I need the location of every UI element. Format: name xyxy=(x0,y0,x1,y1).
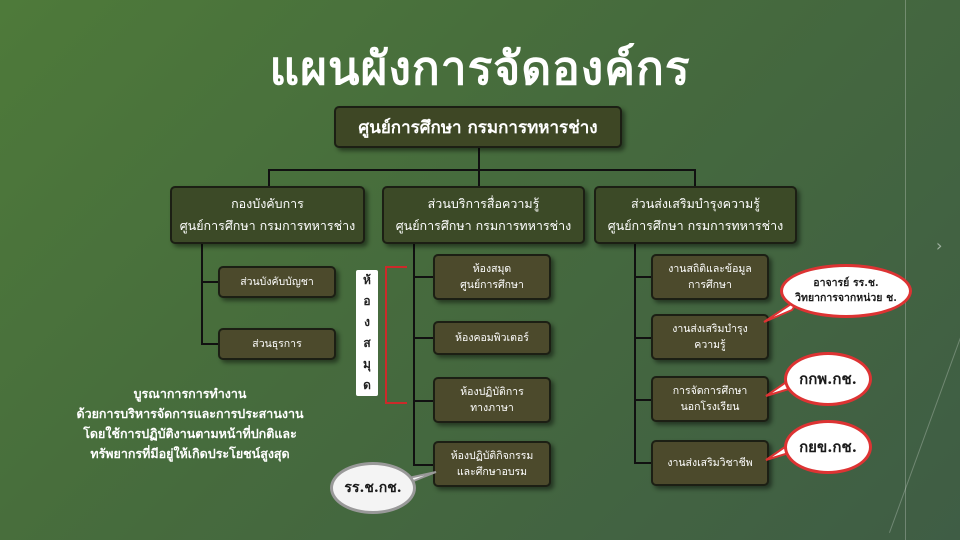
connector xyxy=(413,276,433,278)
connector xyxy=(413,464,433,466)
decorative-line xyxy=(905,0,906,540)
unit-label: ความรู้ xyxy=(694,339,726,351)
connector xyxy=(413,244,415,466)
unit-label: ส่วนบังคับบัญชา xyxy=(240,276,314,288)
unit-non-formal-education: การจัดการศึกษา นอกโรงเรียน xyxy=(651,376,769,422)
level1-box-media-service: ส่วนบริการสื่อความรู้ ศูนย์การศึกษา กรมก… xyxy=(382,186,585,244)
unit-label: ส่วนธุรการ xyxy=(252,338,302,350)
bubble-text: วิทยาการจากหน่วย ช. xyxy=(795,292,897,304)
connector xyxy=(268,169,270,186)
connector xyxy=(634,399,651,401)
level1-box-command: กองบังคับการ ศูนย์การศึกษา กรมการทหารช่า… xyxy=(170,186,365,244)
unit-label: ห้องสมุด xyxy=(472,263,512,275)
level1-title: ส่วนส่งเสริมบำรุงความรู้ xyxy=(631,196,760,211)
bubble-text: รร.ช.กช. xyxy=(344,480,402,496)
unit-label: นอกโรงเรียน xyxy=(680,401,740,413)
root-label: ศูนย์การศึกษา กรมการทหารช่าง xyxy=(358,117,598,138)
integration-note: บูรณาการการทำงาน ด้วยการบริหารจัดการและก… xyxy=(40,384,340,464)
connector xyxy=(634,337,651,339)
connector xyxy=(201,281,218,283)
unit-label: งานส่งเสริมวิชาชีพ xyxy=(667,457,753,469)
unit-computer-room: ห้องคอมพิวเตอร์ xyxy=(433,321,551,355)
note-line: บูรณาการการทำงาน xyxy=(133,386,247,401)
unit-activity-room: ห้องปฏิบัติกิจกรรม และศึกษาอบรม xyxy=(433,441,551,487)
decorative-line xyxy=(888,307,960,533)
connector xyxy=(634,276,651,278)
page-title: แผนผังการจัดองค์กร xyxy=(269,41,691,95)
next-arrow-icon: › xyxy=(936,236,943,255)
speech-bubble-school: รร.ช.กช. xyxy=(330,462,416,514)
vertical-char: มุ xyxy=(363,357,371,371)
bubble-text: กยข.กช. xyxy=(799,438,857,456)
unit-label: ทางภาษา xyxy=(470,402,514,414)
vertical-char: อ xyxy=(363,294,371,308)
level1-box-knowledge-promotion: ส่วนส่งเสริมบำรุงความรู้ ศูนย์การศึกษา ก… xyxy=(594,186,797,244)
unit-label: ห้องปฏิบัติการ xyxy=(460,386,524,398)
unit-label: การจัดการศึกษา xyxy=(672,385,748,397)
level1-subtitle: ศูนย์การศึกษา กรมการทหารช่าง xyxy=(395,218,572,233)
unit-statistics: งานสถิติและข้อมูล การศึกษา xyxy=(651,254,769,300)
level1-title: กองบังคับการ xyxy=(231,196,304,211)
connector xyxy=(201,244,203,344)
connector xyxy=(268,169,695,171)
unit-language-lab: ห้องปฏิบัติการ ทางภาษา xyxy=(433,377,551,423)
unit-label: งานสถิติและข้อมูล xyxy=(668,263,752,275)
unit-library: ห้องสมุด ศูนย์การศึกษา xyxy=(433,254,551,300)
vertical-char: ง xyxy=(364,315,370,329)
connector xyxy=(694,169,696,186)
bubble-text: กกพ.กช. xyxy=(799,370,857,388)
unit-label: ศูนย์การศึกษา xyxy=(460,279,524,291)
speech-bubble-instructors: อาจารย์ รร.ช. วิทยาการจากหน่วย ช. xyxy=(780,264,912,318)
connector xyxy=(478,169,480,186)
vertical-char: ส xyxy=(363,336,371,350)
speech-bubble-kkp: กกพ.กช. xyxy=(784,352,872,406)
unit-knowledge-promotion: งานส่งเสริมบำรุง ความรู้ xyxy=(651,314,769,360)
note-line: ทรัพยากรที่มีอยู่ให้เกิดประโยชน์สูงสุด xyxy=(90,446,290,461)
unit-label: ห้องปฏิบัติกิจกรรม xyxy=(450,450,534,462)
connector xyxy=(634,244,636,464)
connector xyxy=(413,400,433,402)
unit-label: ห้องคอมพิวเตอร์ xyxy=(455,332,529,344)
note-line: ด้วยการบริหารจัดการและการประสานงาน xyxy=(76,406,304,421)
vertical-char: ด xyxy=(363,378,371,392)
level1-subtitle: ศูนย์การศึกษา กรมการทหารช่าง xyxy=(607,218,784,233)
library-bracket xyxy=(385,266,407,404)
root-box: ศูนย์การศึกษา กรมการทหารช่าง xyxy=(334,106,622,148)
unit-label: งานส่งเสริมบำรุง xyxy=(672,323,748,335)
connector xyxy=(634,462,651,464)
level1-subtitle: ศูนย์การศึกษา กรมการทหารช่าง xyxy=(179,218,356,233)
library-vertical-label: ห้ อ ง ส มุ ด xyxy=(356,270,378,396)
note-line: โดยใช้การปฏิบัติงานตามหน้าที่ปกติและ xyxy=(83,426,297,441)
bubble-text: อาจารย์ รร.ช. xyxy=(813,277,879,289)
unit-admin: ส่วนธุรการ xyxy=(218,328,336,360)
unit-label: การศึกษา xyxy=(688,279,732,291)
speech-bubble-kyk: กยข.กช. xyxy=(784,420,872,474)
vertical-char: ห้ xyxy=(363,273,371,287)
connector xyxy=(201,343,218,345)
unit-command: ส่วนบังคับบัญชา xyxy=(218,266,336,298)
unit-label: และศึกษาอบรม xyxy=(456,466,528,478)
level1-title: ส่วนบริการสื่อความรู้ xyxy=(427,196,540,211)
unit-vocational: งานส่งเสริมวิชาชีพ xyxy=(651,440,769,486)
connector xyxy=(478,148,480,170)
connector xyxy=(413,337,433,339)
